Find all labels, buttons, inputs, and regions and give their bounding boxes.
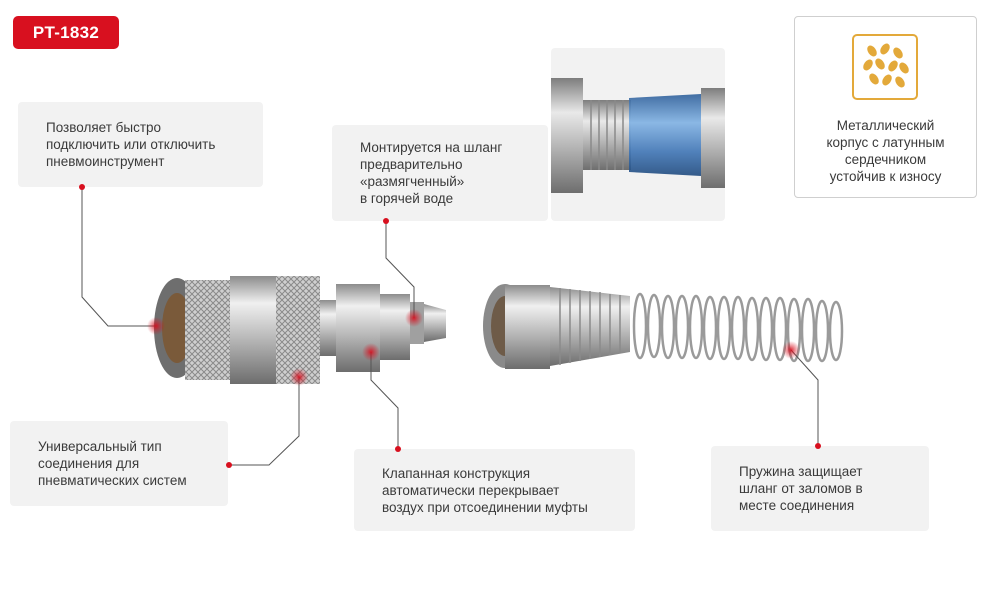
feature-card: Металлический корпус с латунным сердечни… xyxy=(794,16,977,198)
product-code-badge: PT-1832 xyxy=(13,16,119,49)
callout-quick-connect: Позволяет быстро подключить или отключит… xyxy=(18,102,263,187)
feature-line: Металлический xyxy=(836,118,935,133)
hose-sleeve-spring-image xyxy=(483,284,844,369)
hotspot-marker xyxy=(362,343,380,361)
hotspot-marker xyxy=(782,341,800,359)
callout-line: Клапанная конструкция xyxy=(382,465,531,481)
callout-line: шланг от заломов в xyxy=(739,481,863,496)
hotspot-marker xyxy=(290,368,308,386)
hotspot-marker xyxy=(147,317,165,335)
feature-text: Металлический корпус с латунным сердечни… xyxy=(795,117,976,185)
feature-line: сердечником xyxy=(844,152,927,167)
callout-line: месте соединения xyxy=(739,498,855,513)
leader-line xyxy=(370,352,399,449)
callout-universal: Универсальный тип соединения для пневмат… xyxy=(10,421,228,506)
callout-line: воздух при отсоединении муфты xyxy=(382,499,588,515)
callout-line: Позволяет быстро xyxy=(46,120,162,135)
leader-dot xyxy=(383,218,389,224)
brass-grain-icon xyxy=(852,34,918,100)
callout-line: «размягченный» xyxy=(360,174,465,189)
callout-line: подключить или отключить xyxy=(46,137,216,152)
detail-photo xyxy=(551,48,725,221)
leader-dot xyxy=(395,446,401,452)
callout-valve: Клапанная конструкция автоматически пере… xyxy=(354,449,635,531)
feature-line: корпус с латунным xyxy=(826,135,945,150)
callout-spring: Пружина защищает шланг от заломов в мест… xyxy=(711,446,929,531)
leader-dot xyxy=(226,462,232,468)
leader-line xyxy=(790,349,819,446)
callout-line: Монтируется на шланг xyxy=(360,140,503,155)
callout-line: в горячей воде xyxy=(360,191,454,206)
leader-dot xyxy=(79,184,85,190)
leader-line xyxy=(385,221,415,318)
leader-line xyxy=(229,377,300,466)
callout-line: пневмоинструмент xyxy=(46,154,165,169)
leader-dot xyxy=(815,443,821,449)
feature-line: устойчив к износу xyxy=(829,169,942,184)
callout-line: Универсальный тип xyxy=(38,439,162,454)
callout-line: предварительно xyxy=(360,157,463,172)
leader-line xyxy=(81,187,156,327)
callout-line: Пружина защищает xyxy=(739,464,863,479)
hotspot-marker xyxy=(405,309,423,327)
callout-line: автоматически перекрывает xyxy=(382,482,560,498)
callout-mount: Монтируется на шланг предварительно «раз… xyxy=(332,125,548,221)
callout-line: пневматических систем xyxy=(38,473,187,488)
callout-line: соединения для xyxy=(38,456,140,471)
quick-coupler-image xyxy=(154,276,446,384)
